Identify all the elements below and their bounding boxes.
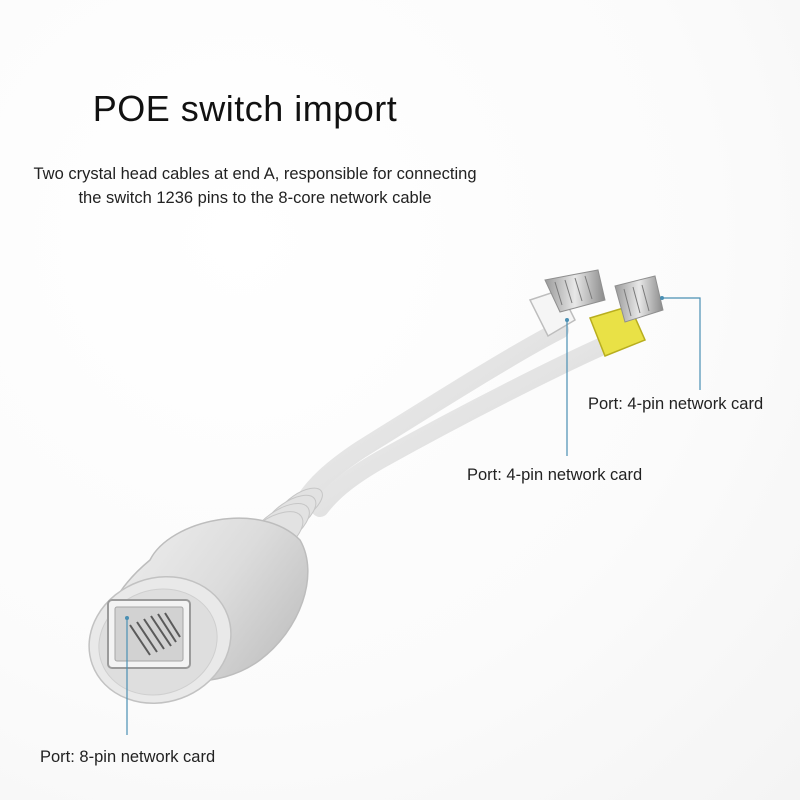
white-plug-cable	[296, 321, 569, 509]
rj45-port-opening	[107, 599, 191, 669]
description-text: Two crystal head cables at end A, respon…	[33, 165, 477, 207]
yellow-rj45-plug	[589, 275, 664, 357]
callout-white-plug-port: Port: 4-pin network card	[467, 466, 643, 484]
page-title: POE switch import	[92, 88, 398, 129]
leader-line-yellow	[662, 297, 701, 390]
white-rj45-plug	[528, 269, 606, 338]
callout-female-socket-port: Port: 8-pin network card	[40, 748, 216, 766]
yellow-plug-cable	[311, 336, 614, 517]
leader-lines	[126, 297, 701, 735]
callout-yellow-plug-port: Port: 4-pin network card	[588, 395, 764, 413]
